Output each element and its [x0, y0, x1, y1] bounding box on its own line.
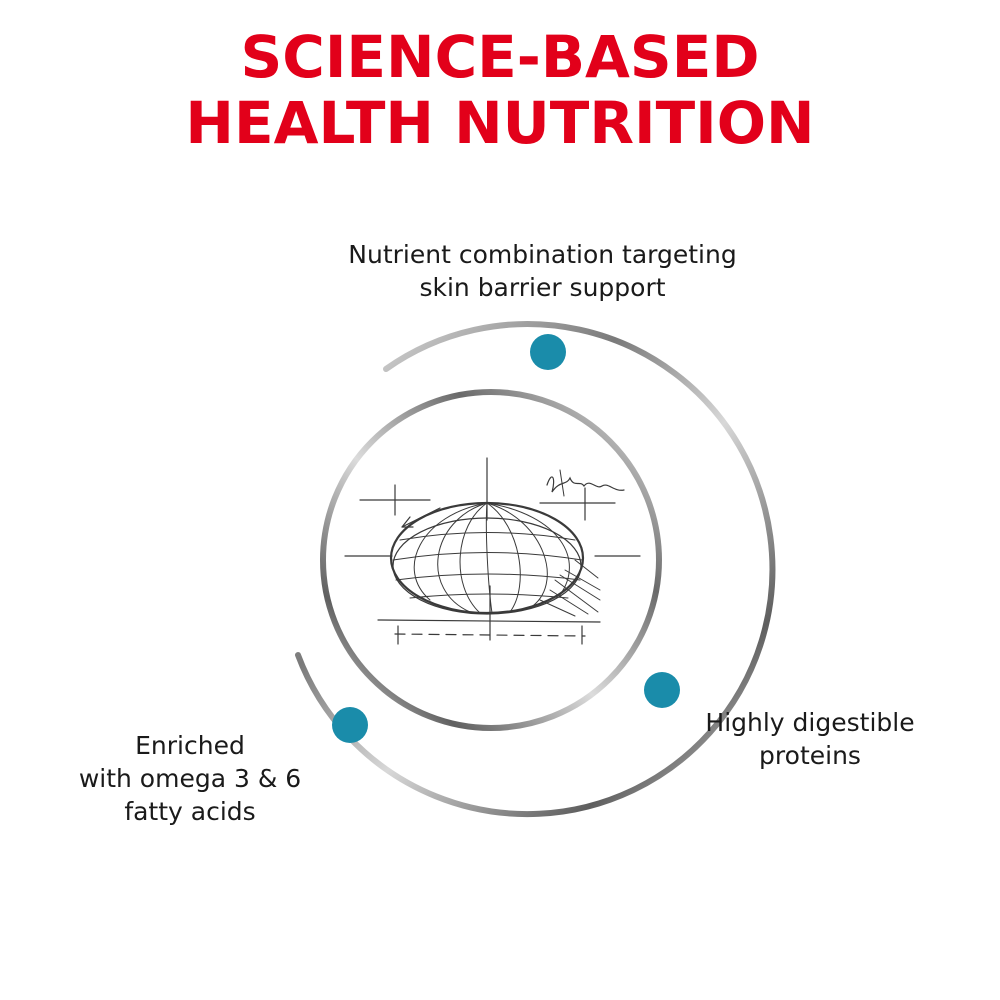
- inner-ring: [320, 389, 662, 731]
- callout-top-line-1: Nutrient combination targeting: [348, 240, 737, 269]
- callout-top-line-2: skin barrier support: [419, 273, 666, 302]
- callout-right-line-2: proteins: [759, 741, 861, 770]
- headline-line-1: SCIENCE-BASED: [240, 23, 760, 91]
- callout-left-line-3: fatty acids: [124, 797, 256, 826]
- callout-left-line-2: with omega 3 & 6: [78, 764, 302, 793]
- headline-line-2: HEALTH NUTRITION: [185, 89, 815, 157]
- kibble-sketch-icon: [344, 457, 641, 645]
- marker-top-dot-icon: [530, 334, 566, 370]
- marker-left-dot-icon: [332, 707, 368, 743]
- callout-skin-barrier: Nutrient combination targeting skin barr…: [300, 238, 785, 304]
- marker-right-dot-icon: [644, 672, 680, 708]
- callout-left-line-1: Enriched: [135, 731, 245, 760]
- callout-right-line-1: Highly digestible: [705, 708, 915, 737]
- outer-ring-arc: [295, 321, 776, 818]
- callout-omega-fatty-acids: Enriched with omega 3 & 6 fatty acids: [60, 729, 320, 828]
- callout-digestible-proteins: Highly digestible proteins: [680, 706, 940, 772]
